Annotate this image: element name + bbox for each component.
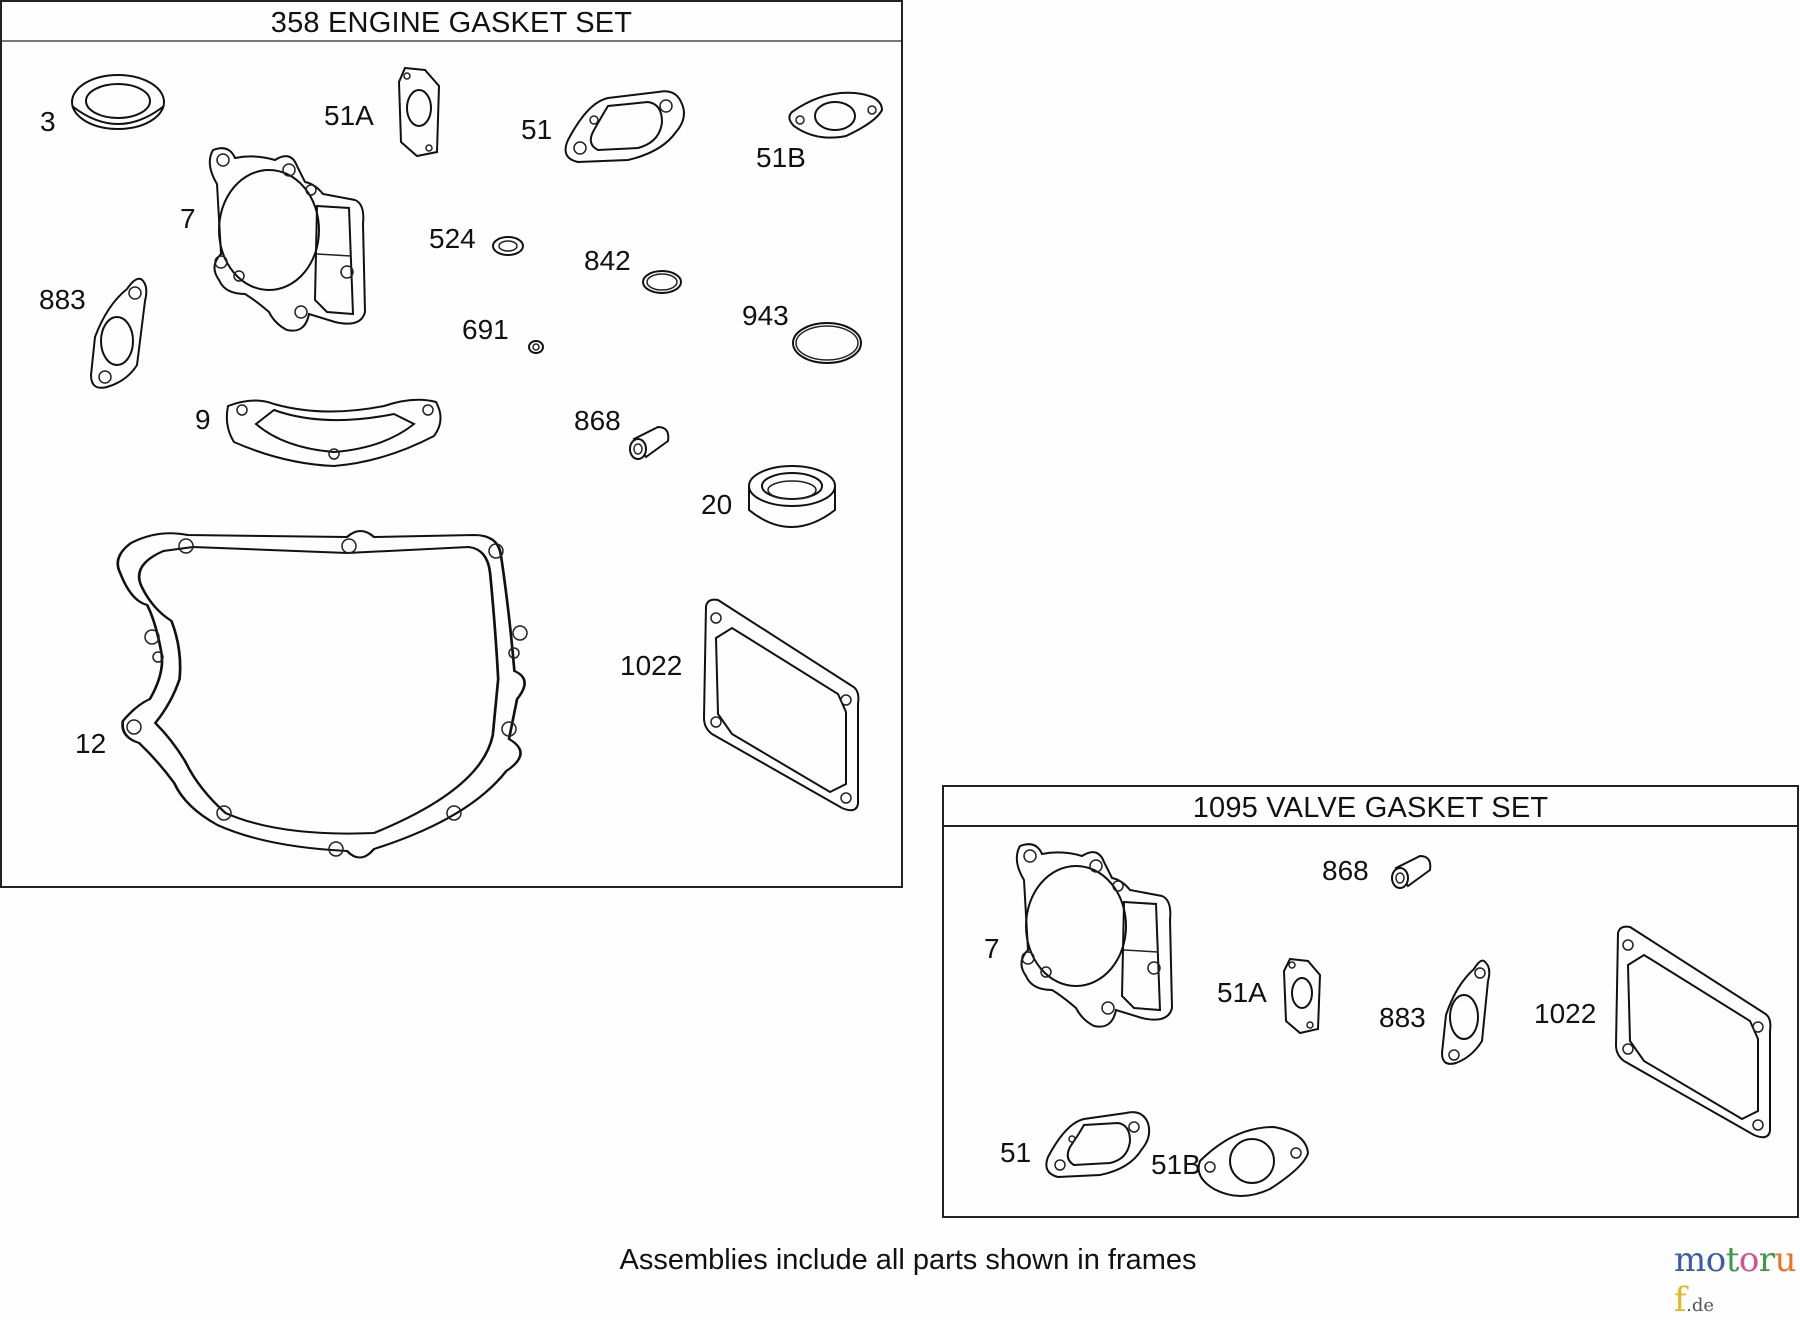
part-868-valve-seal-illustration [1386, 852, 1434, 892]
callout-51[interactable]: 51 [521, 114, 553, 145]
logo-letter: o [1738, 1240, 1759, 1280]
callout-51[interactable]: 51 [1000, 1137, 1032, 1168]
part-51a-gasket-illustration [395, 64, 445, 164]
part-51-gasket-illustration [1040, 1105, 1152, 1185]
callout-7[interactable]: 7 [180, 203, 196, 234]
part-842-retaining-ring-illustration [640, 268, 686, 296]
callout-868[interactable]: 868 [1322, 855, 1369, 886]
callout-883[interactable]: 883 [39, 284, 86, 315]
callout-51a[interactable]: 51A [1217, 977, 1267, 1008]
part-691-seal-illustration [527, 339, 547, 355]
callout-7[interactable]: 7 [984, 933, 1000, 964]
part-9-gasket-illustration [224, 396, 446, 470]
part-943-o-ring-illustration [792, 321, 866, 367]
logo-letter: m [1674, 1240, 1706, 1280]
callout-20[interactable]: 20 [701, 489, 733, 520]
part-524-washer-illustration [491, 235, 527, 259]
logo-letter: o [1705, 1240, 1726, 1280]
callout-524[interactable]: 524 [429, 223, 476, 254]
logo-letter: t [1725, 1240, 1740, 1280]
callout-868[interactable]: 868 [574, 405, 621, 436]
part-883-gasket-illustration [1438, 957, 1492, 1069]
part-51-gasket-illustration [558, 82, 688, 168]
callout-943[interactable]: 943 [742, 300, 789, 331]
logo-tld: .de [1686, 1295, 1714, 1316]
callout-12[interactable]: 12 [75, 728, 107, 759]
part-883-gasket-illustration [87, 275, 149, 393]
callout-1022[interactable]: 1022 [620, 650, 683, 681]
part-1022-rocker-cover-gasket-illustration [1614, 925, 1772, 1141]
frame-title: 1095 VALVE GASKET SET [944, 787, 1797, 827]
callout-3[interactable]: 3 [40, 106, 56, 137]
part-12-crankcase-gasket-illustration [104, 529, 542, 867]
callout-51b[interactable]: 51B [756, 142, 806, 173]
engine-gasket-set-frame: 358 ENGINE GASKET SET 3 51A 51 51B 7 524… [0, 0, 903, 888]
part-3-oil-seal-illustration [70, 72, 170, 136]
part-7-cylinder-head-gasket-illustration [1012, 840, 1174, 1040]
frame-title: 358 ENGINE GASKET SET [2, 2, 901, 42]
logo-letter: u [1774, 1240, 1797, 1280]
part-1022-rocker-cover-gasket-illustration [702, 598, 860, 814]
callout-51a[interactable]: 51A [324, 100, 374, 131]
part-51b-gasket-illustration [786, 90, 886, 142]
callout-691[interactable]: 691 [462, 314, 509, 345]
callout-883[interactable]: 883 [1379, 1002, 1426, 1033]
motoruf-logo[interactable]: motoru f.de [1674, 1240, 1800, 1320]
callout-1022[interactable]: 1022 [1534, 998, 1597, 1029]
callout-51b[interactable]: 51B [1151, 1149, 1201, 1180]
part-51a-gasket-illustration [1282, 955, 1324, 1039]
part-20-bearing-illustration [747, 464, 839, 536]
assemblies-note: Assemblies include all parts shown in fr… [619, 1244, 1197, 1276]
valve-gasket-set-frame: 1095 VALVE GASKET SET 7 868 51A 883 1022… [942, 785, 1799, 1218]
logo-letter: f [1674, 1280, 1687, 1320]
logo-letter: r [1758, 1240, 1775, 1280]
callout-9[interactable]: 9 [195, 404, 211, 435]
part-7-cylinder-head-gasket-illustration [205, 144, 367, 344]
part-868-valve-seal-illustration [624, 423, 672, 463]
callout-842[interactable]: 842 [584, 245, 631, 276]
part-51b-gasket-illustration [1194, 1123, 1314, 1203]
